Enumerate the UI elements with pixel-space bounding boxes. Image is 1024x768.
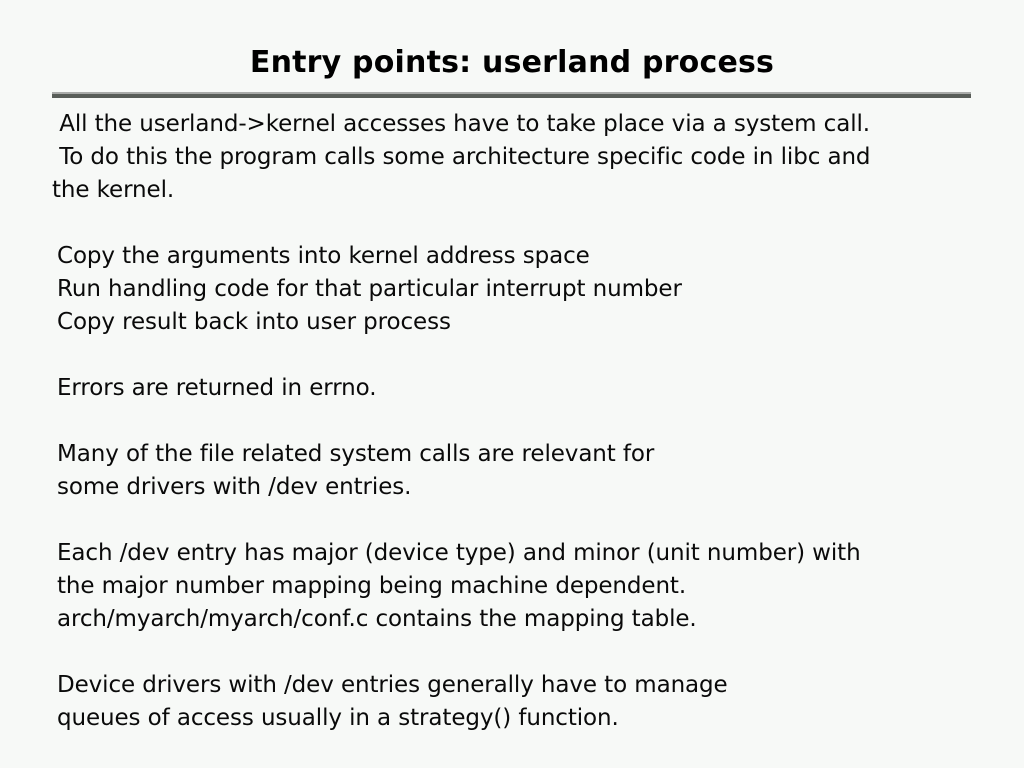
block-spacer: [52, 229, 982, 240]
text-block-driver-queues: Device drivers with /dev entries general…: [52, 669, 982, 735]
body-line: All the userland->kernel accesses have t…: [52, 111, 870, 137]
body-line: Many of the file related system calls ar…: [57, 441, 655, 467]
text-block-errno-note: Errors are returned in errno.: [52, 372, 982, 405]
body-line: Errors are returned in errno.: [57, 375, 377, 401]
body-line: arch/myarch/myarch/conf.c contains the m…: [57, 606, 697, 632]
body-line: Each /dev entry has major (device type) …: [57, 540, 861, 566]
title-divider: [52, 92, 971, 98]
body-line: Device drivers with /dev entries general…: [57, 672, 728, 698]
page-title: Entry points: userland process: [249, 45, 775, 80]
body-line: Run handling code for that particular in…: [57, 276, 682, 302]
text-block-syscall-intro: All the userland->kernel accesses have t…: [52, 108, 982, 207]
body-line: Copy result back into user process: [57, 309, 451, 335]
block-spacer: [52, 658, 982, 669]
body-line: To do this the program calls some archit…: [52, 144, 871, 170]
block-spacer: [52, 526, 982, 537]
text-block-file-syscalls: Many of the file related system calls ar…: [52, 438, 982, 504]
slide-body: All the userland->kernel accesses have t…: [52, 108, 982, 735]
block-spacer: [52, 427, 982, 438]
text-block-dev-major-minor: Each /dev entry has major (device type) …: [52, 537, 982, 636]
body-line: the kernel.: [52, 177, 175, 203]
body-line: some drivers with /dev entries.: [57, 474, 412, 500]
body-line: queues of access usually in a strategy()…: [57, 705, 619, 731]
body-line: Copy the arguments into kernel address s…: [57, 243, 590, 269]
body-line: the major number mapping being machine d…: [57, 573, 687, 599]
block-spacer: [52, 361, 982, 372]
text-block-syscall-steps: Copy the arguments into kernel address s…: [52, 240, 982, 339]
